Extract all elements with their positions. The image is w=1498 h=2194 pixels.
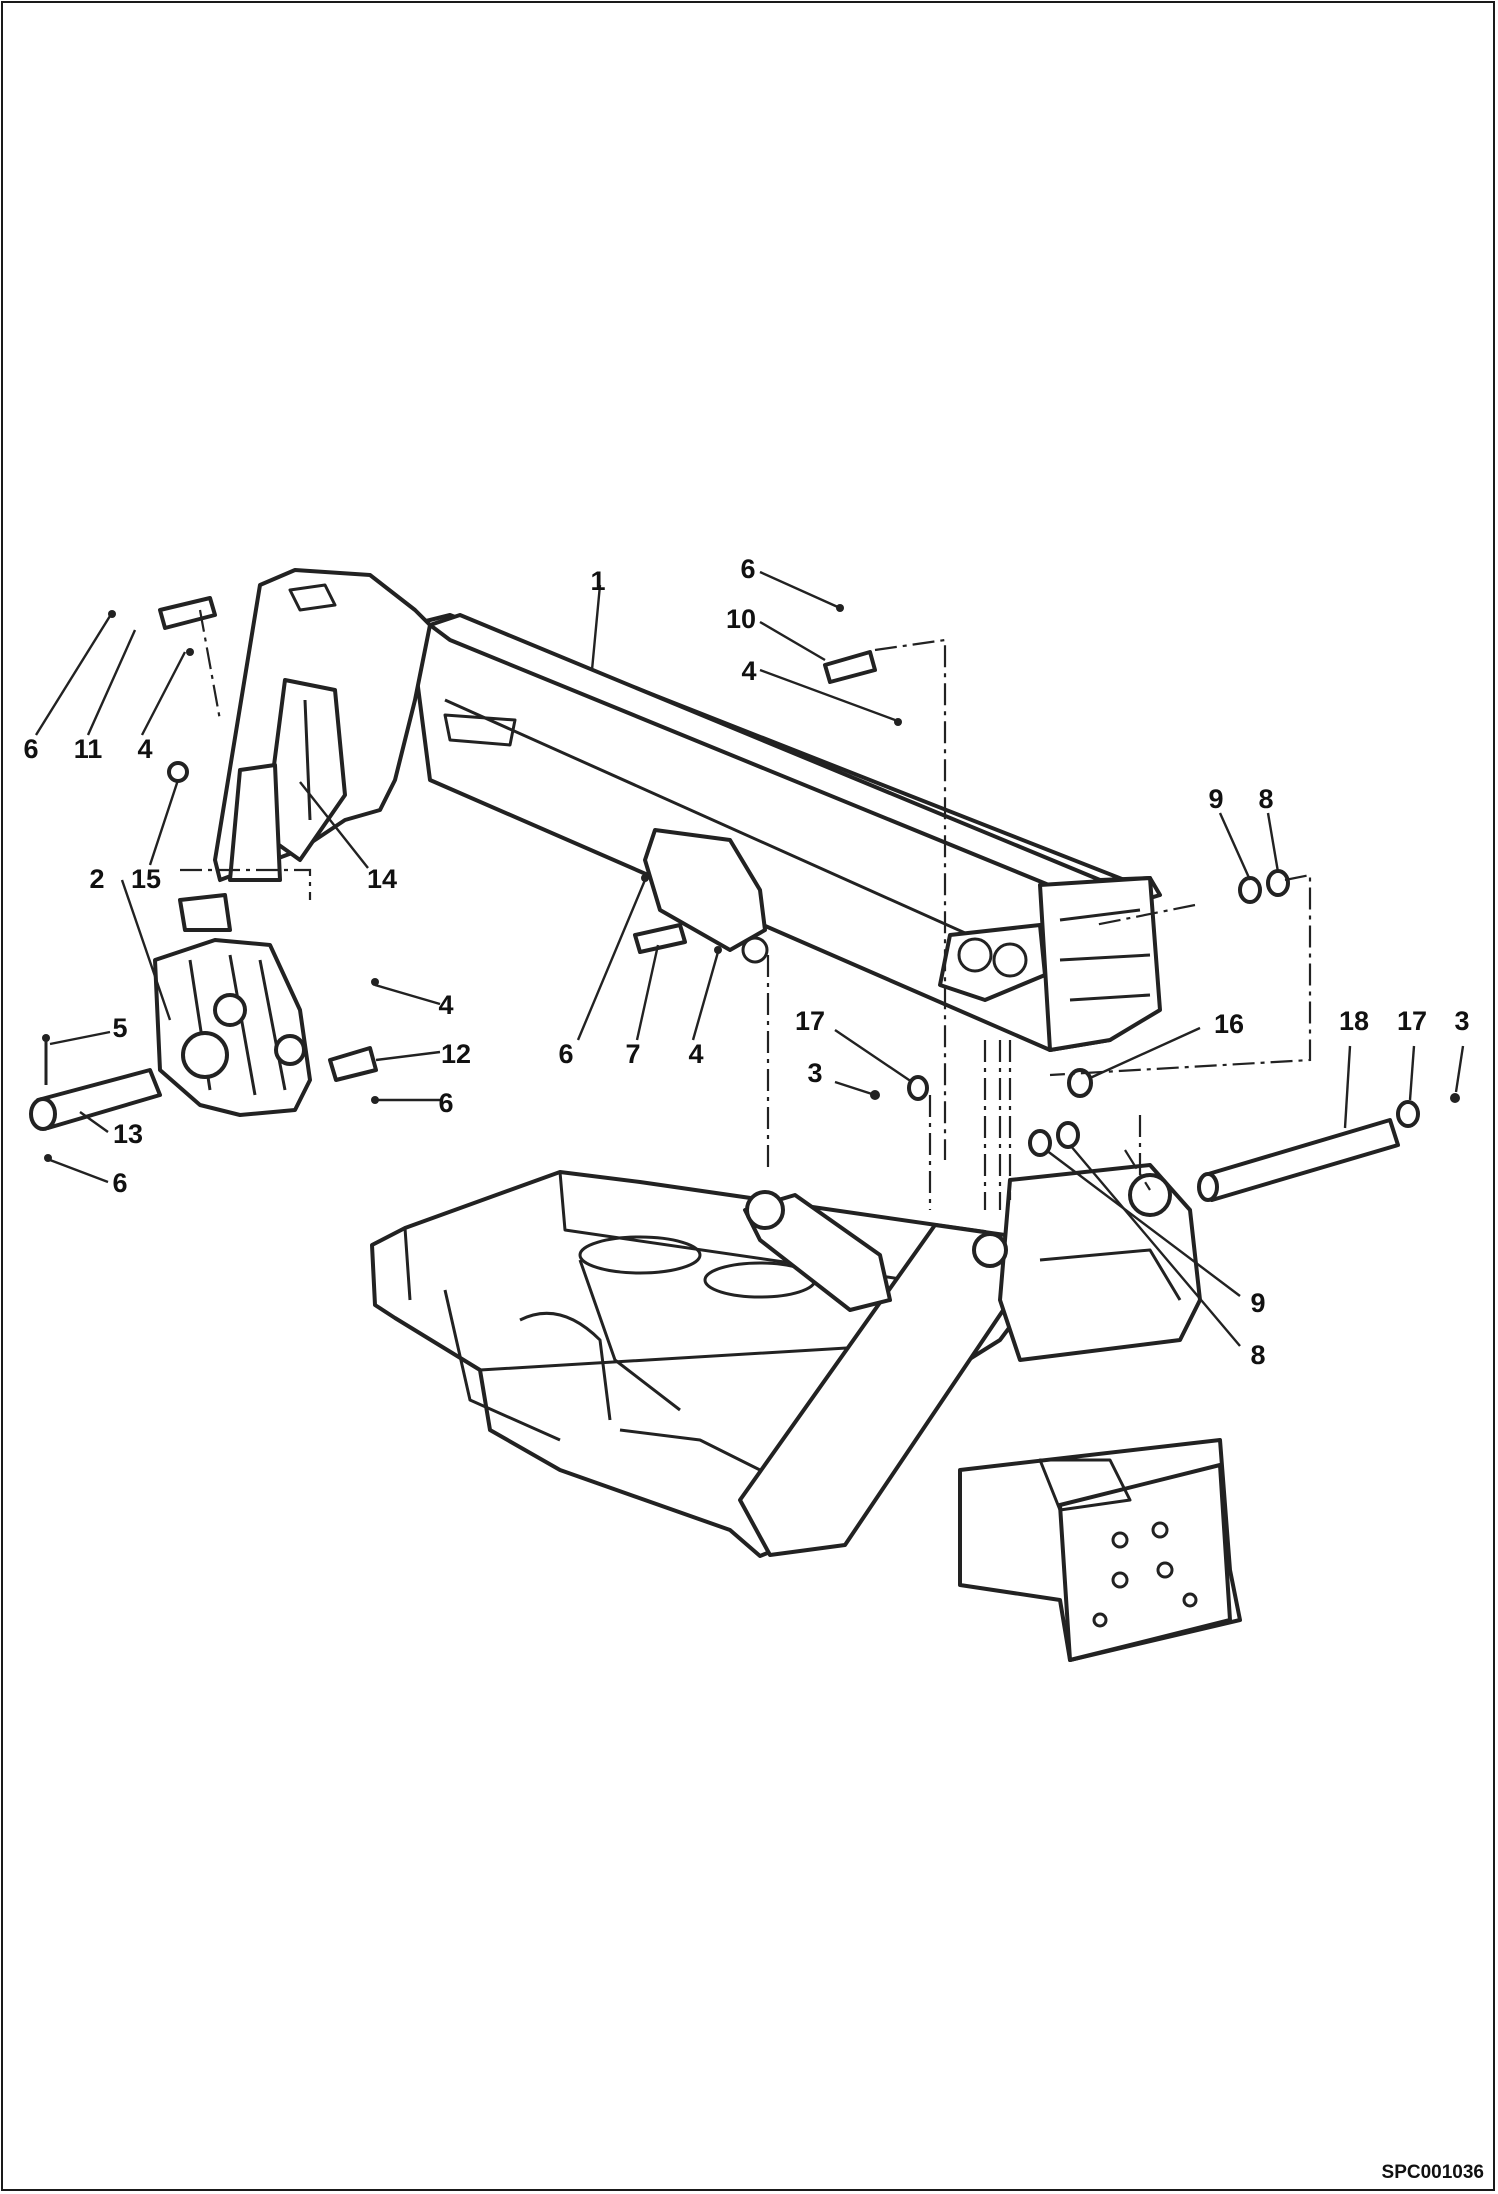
callout-6: 6 (558, 1039, 573, 1069)
callout-2: 2 (89, 864, 104, 894)
callout-14: 14 (367, 864, 397, 894)
hardware-parts (29, 596, 1460, 1202)
callout-9: 9 (1208, 784, 1223, 814)
callout-6: 6 (438, 1088, 453, 1118)
callout-1: 1 (590, 566, 605, 596)
callout-3: 3 (807, 1058, 822, 1088)
assembly-lines (180, 609, 1312, 1210)
callout-4: 4 (438, 990, 453, 1020)
callout-16: 16 (1214, 1009, 1244, 1039)
callout-4: 4 (688, 1039, 703, 1069)
mounting-plate (958, 1438, 1242, 1662)
callout-6: 6 (23, 734, 38, 764)
callout-4: 4 (741, 656, 756, 686)
leader-lines (34, 570, 1465, 1347)
main-boom (408, 613, 1162, 1052)
callout-12: 12 (441, 1039, 471, 1069)
linkage-assembly (153, 893, 312, 1117)
callout-15: 15 (131, 864, 161, 894)
callout-labels: 1 2 3 3 4 4 4 4 5 6 6 6 6 6 7 8 8 9 9 10… (23, 554, 1469, 1370)
lift-cylinder (743, 1173, 1172, 1312)
callout-8: 8 (1258, 784, 1273, 814)
callout-6: 6 (112, 1168, 127, 1198)
callout-3: 3 (1454, 1006, 1469, 1036)
callout-9: 9 (1250, 1288, 1265, 1318)
callout-17: 17 (795, 1006, 825, 1036)
callout-7: 7 (625, 1039, 640, 1069)
callout-4: 4 (137, 734, 152, 764)
callout-10: 10 (726, 604, 756, 634)
callout-5: 5 (112, 1013, 127, 1043)
callout-17: 17 (1397, 1006, 1427, 1036)
callout-13: 13 (113, 1119, 143, 1149)
callout-18: 18 (1339, 1006, 1369, 1036)
callout-8: 8 (1250, 1340, 1265, 1370)
boom-mast (213, 568, 432, 882)
callout-11: 11 (74, 734, 103, 764)
sheet-code: SPC001036 (1382, 2162, 1484, 2183)
callout-6: 6 (740, 554, 755, 584)
